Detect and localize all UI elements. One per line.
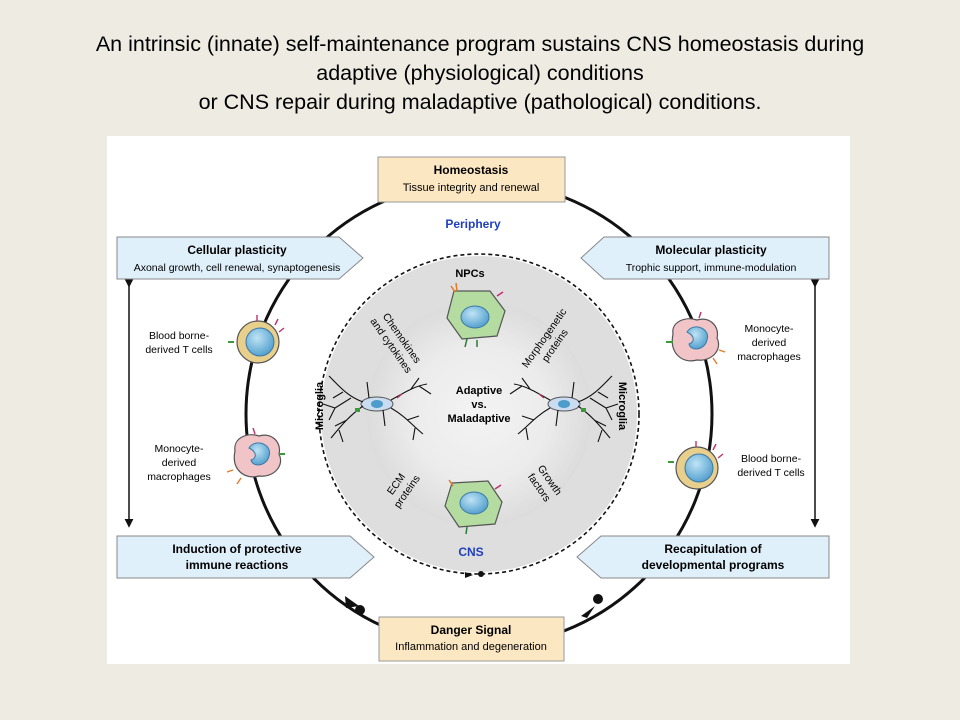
molecular-plasticity-subtitle: Trophic support, immune-modulation	[626, 262, 797, 274]
center-line-2: vs.	[471, 399, 486, 411]
danger-title: Danger Signal	[431, 623, 512, 637]
microglia-left-label: Microglia	[314, 381, 326, 430]
left-mono-line-3: macrophages	[147, 471, 211, 483]
inner-dot	[478, 571, 484, 577]
recapitulation-line-1: Recapitulation of	[664, 542, 762, 556]
title-line-3: or CNS repair during maladaptive (pathol…	[198, 90, 762, 114]
macrophage-left	[226, 427, 285, 485]
molecular-plasticity-box: Molecular plasticity Trophic support, im…	[580, 236, 830, 280]
cellular-plasticity-box: Cellular plasticity Axonal growth, cell …	[116, 236, 364, 280]
left-mono-line-1: Monocyte-	[154, 443, 204, 455]
left-tcells-line-2: derived T cells	[145, 344, 212, 356]
cellular-plasticity-title: Cellular plasticity	[187, 243, 287, 257]
slide-title: An intrinsic (innate) self-maintenance p…	[0, 30, 960, 117]
recapitulation-box: Recapitulation of developmental programs	[576, 535, 830, 579]
homeostasis-subtitle: Tissue integrity and renewal	[403, 182, 540, 194]
center-line-1: Adaptive	[456, 385, 502, 397]
cycle-dot-left	[355, 605, 365, 615]
right-mono-line-3: macrophages	[737, 351, 801, 363]
cellular-plasticity-subtitle: Axonal growth, cell renewal, synaptogene…	[134, 262, 341, 274]
inner-core	[367, 302, 591, 526]
cns-boundary-dashed	[318, 253, 640, 575]
cycle-arrow-right	[581, 606, 595, 618]
homeostasis-box: Homeostasis Tissue integrity and renewal	[377, 156, 566, 203]
recapitulation-line-2: developmental programs	[642, 558, 785, 572]
diagram-svg: Homeostasis Tissue integrity and renewal…	[116, 156, 830, 662]
microglia-right	[509, 375, 619, 443]
right-tcells-line-2: derived T cells	[737, 467, 804, 479]
danger-signal-box: Danger Signal Inflammation and degenerat…	[378, 616, 565, 662]
induction-box: Induction of protective immune reactions	[116, 535, 375, 579]
danger-subtitle: Inflammation and degeneration	[395, 641, 547, 653]
npcs-label: NPCs	[455, 268, 484, 280]
title-line-2: adaptive (physiological) conditions	[316, 61, 644, 85]
periphery-label: Periphery	[445, 217, 501, 231]
center-line-3: Maladaptive	[448, 413, 511, 425]
diagram-figure: Homeostasis Tissue integrity and renewal…	[107, 136, 850, 664]
cycle-arrow-left	[345, 596, 359, 608]
npc-cell-top	[446, 282, 506, 348]
right-mono-line-2: derived	[752, 337, 787, 349]
t-cell-left	[228, 315, 285, 364]
left-tcells-line-1: Blood borne-	[149, 330, 210, 342]
cycle-dot-right	[593, 594, 603, 604]
induction-line-1: Induction of protective	[172, 542, 302, 556]
cns-label: CNS	[458, 545, 483, 559]
left-mono-line-2: derived	[162, 457, 197, 469]
induction-line-2: immune reactions	[186, 558, 289, 572]
right-tcells-line-1: Blood borne-	[741, 453, 802, 465]
inner-arrow	[465, 572, 473, 578]
microglia-right-label: Microglia	[616, 382, 628, 431]
t-cell-right	[668, 441, 724, 490]
homeostasis-title: Homeostasis	[434, 163, 509, 177]
npc-cell-bottom	[444, 479, 503, 535]
macrophage-right	[666, 311, 726, 365]
right-mono-line-1: Monocyte-	[744, 323, 794, 335]
molecular-plasticity-title: Molecular plasticity	[655, 243, 767, 257]
microglia-left	[322, 375, 432, 443]
title-line-1: An intrinsic (innate) self-maintenance p…	[95, 32, 865, 56]
